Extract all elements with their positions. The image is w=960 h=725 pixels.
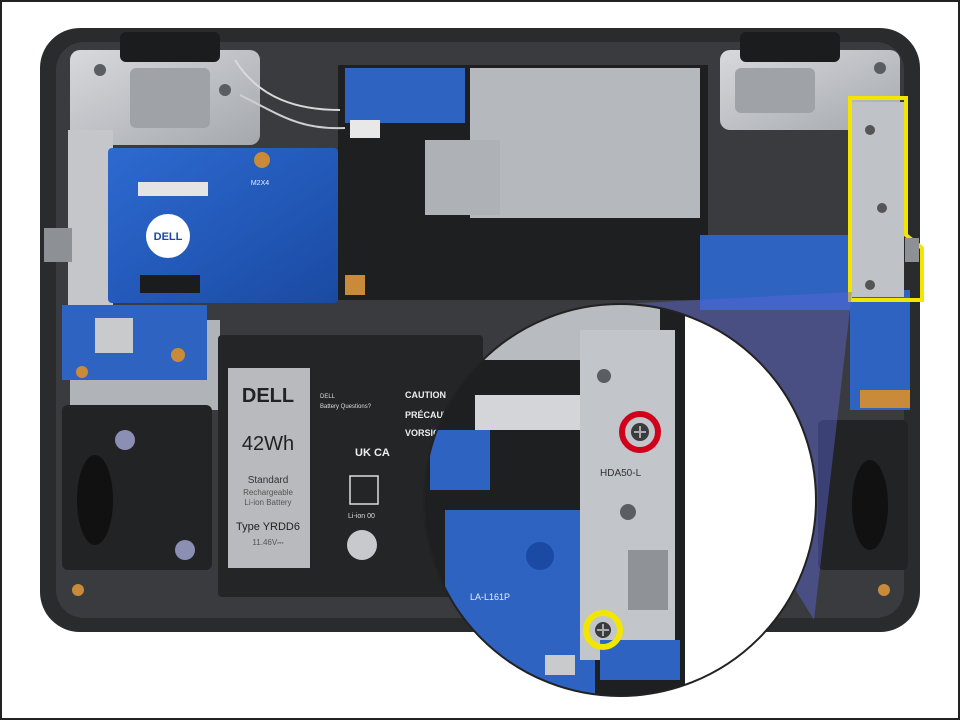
battery-line2: Rechargeable [243,488,293,497]
battery-label [228,368,310,568]
yellow-highlight-ring [583,610,623,650]
right-board [700,235,850,310]
battery-line3: Li-ion Battery [244,498,291,507]
antenna-cable [239,94,346,130]
board-marking: LA-L161P [470,592,510,602]
battery-liion: Li-ion 00 [348,513,375,520]
left-speaker [62,405,212,570]
magnifier-ring [423,303,817,697]
io-board [62,305,207,380]
recycle-icon [349,475,379,505]
heat-spreader [470,68,700,218]
magnified-usb-port [628,550,668,610]
battery-caution: CAUTION [405,390,446,400]
battery-vorsicht: VORSICH [405,428,446,438]
screw-icon [171,348,185,362]
screw-icon [76,366,88,378]
flex-tab [860,390,910,408]
sd-slot [95,318,133,353]
ssd-board: DELL M2X4 [108,148,338,303]
antenna-cable [234,59,341,111]
screw-icon [345,275,365,295]
dell-logo-text: DELL [154,231,183,243]
yellow-highlight-outline [848,96,924,302]
battery-ukca: UK CA [355,447,390,459]
screw-icon [878,584,890,596]
battery-voltage: 11.46V⎓ [252,538,284,547]
battery-brand: DELL [242,385,294,407]
red-highlight-ring [619,411,661,453]
dell-logo-badge [146,214,190,258]
right-speaker [818,420,908,570]
battery-small-brand: DELL [320,394,336,400]
battery-questions: Battery Questions? [320,404,372,410]
left-io-plate [68,130,113,310]
small-shield [425,140,500,215]
battery-seal [347,530,377,560]
top-board [345,68,465,123]
right-usb-bracket [852,102,904,297]
screw-icon [254,152,270,168]
right-usb-port [905,238,919,262]
left-hinge [70,32,260,145]
battery-pack: DELL 42Wh Standard Rechargeable Li-ion B… [218,335,483,597]
battery-capacity: 42Wh [242,433,294,455]
magnified-bracket [580,330,675,660]
battery-line1: Standard [248,475,289,486]
left-usb-port [44,228,72,262]
m2-label: M2X4 [251,180,269,187]
bracket-label: HDA50-L [600,468,642,479]
wifi-label [350,120,380,138]
battery-precaution: PRÉCAUTI [405,410,451,420]
screw-icon [72,584,84,596]
battery-type: Type YRDD6 [236,521,300,533]
